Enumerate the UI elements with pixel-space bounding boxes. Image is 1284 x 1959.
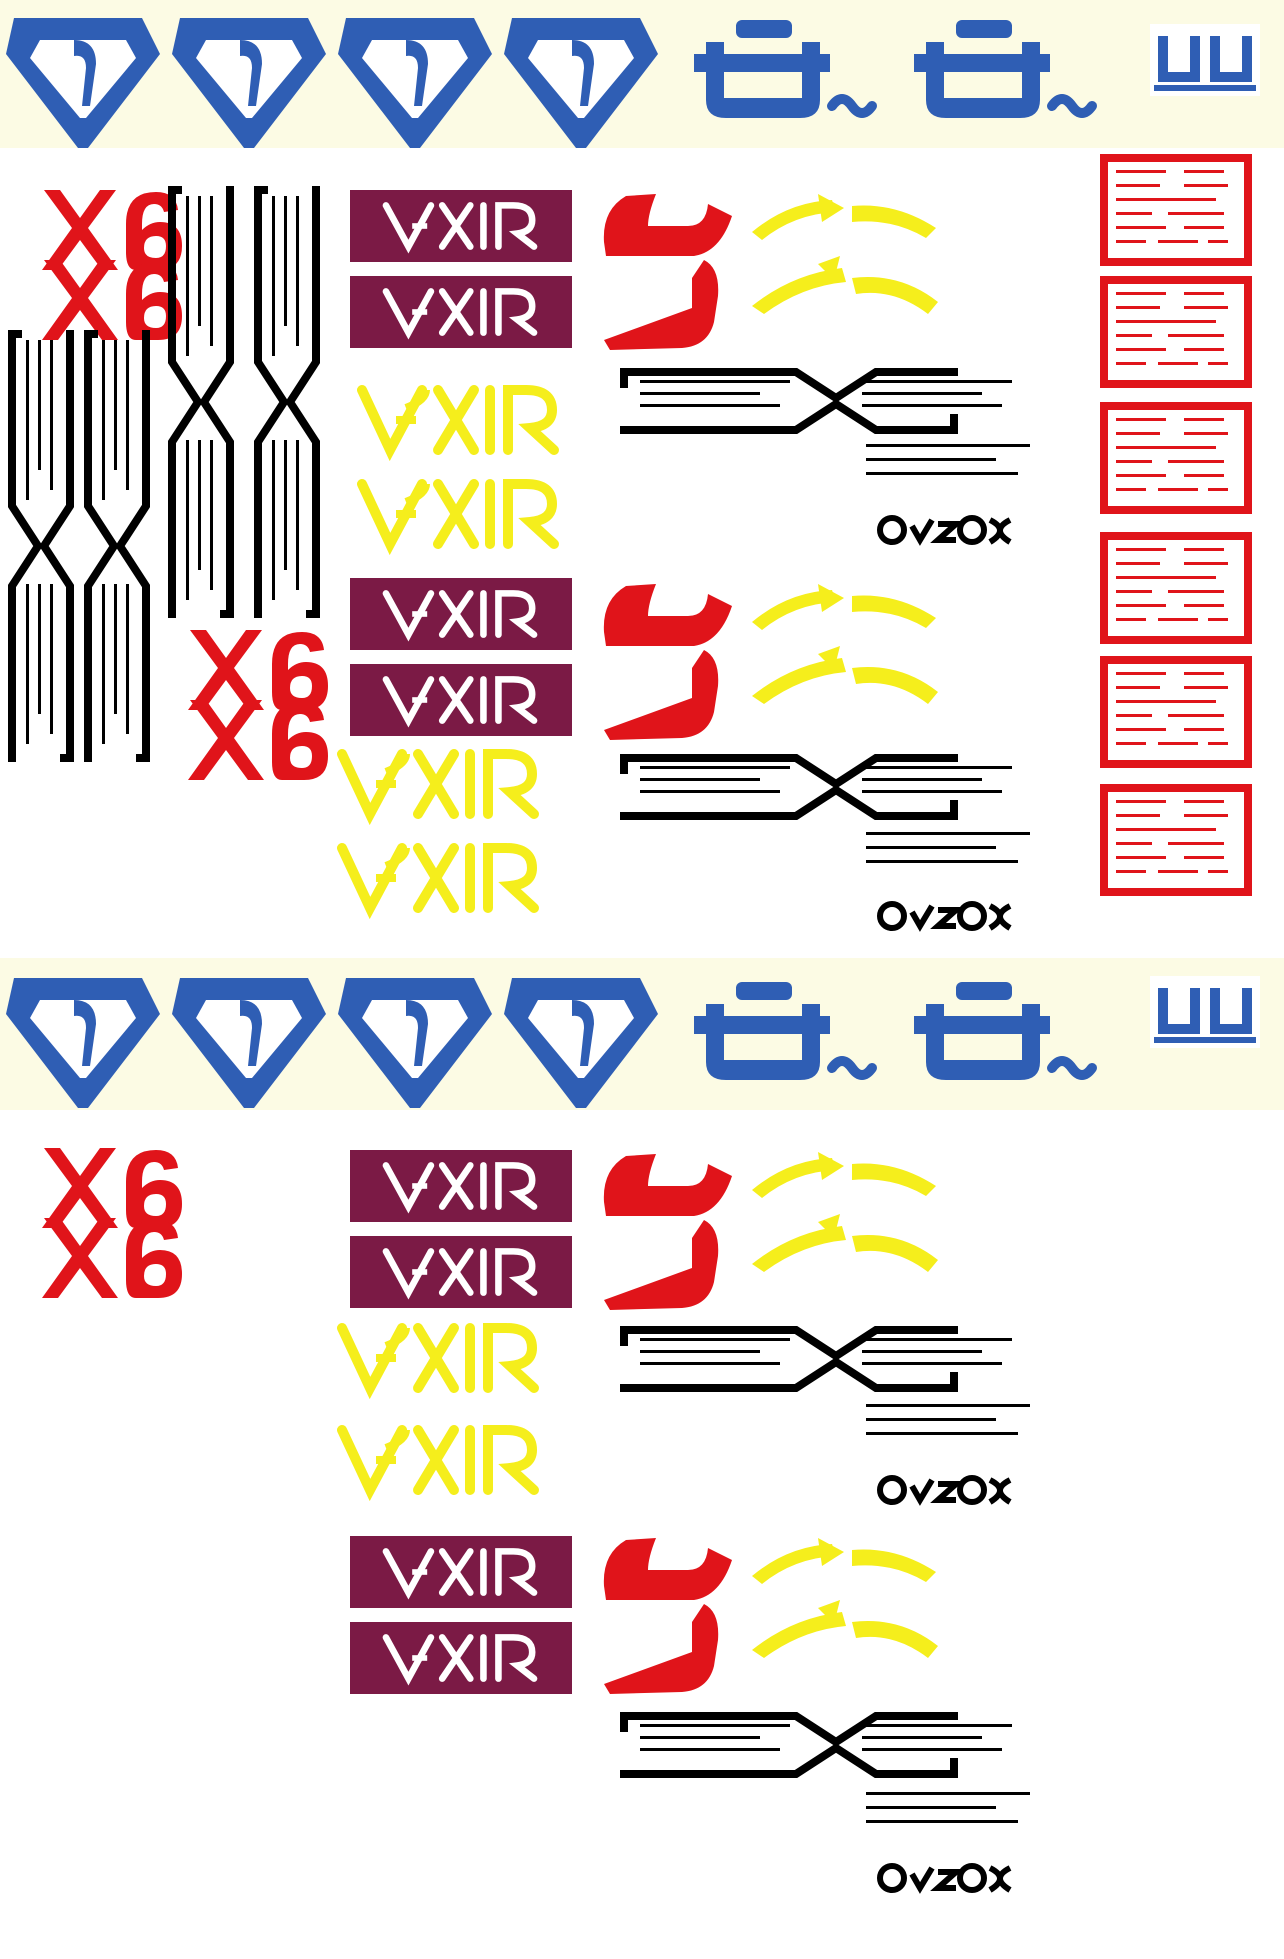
x6-glyph [42, 1218, 182, 1298]
x6-glyph [188, 700, 328, 780]
blue-block-glyph [1150, 24, 1260, 96]
hook-icon [604, 650, 719, 740]
vfxr-yellow-logo [362, 390, 554, 450]
vfxr-yellow-logo [342, 1430, 534, 1490]
x6-glyph [42, 1148, 182, 1228]
swoosh-icon [752, 1214, 938, 1272]
red-text-panel [1100, 656, 1252, 768]
vfxr-yellow-logo [342, 754, 534, 814]
alien-text-block [26, 196, 1030, 1823]
black-wordmark [880, 1866, 1010, 1890]
hook-icon [604, 260, 719, 350]
swoosh-icon [752, 646, 938, 704]
black-wordmark [880, 518, 1010, 542]
vfxr-maroon-badge [350, 1536, 572, 1608]
black-wordmark [880, 1478, 1010, 1502]
red-text-panel [1100, 402, 1252, 514]
hook-icon [604, 1604, 719, 1694]
x6-glyph [42, 190, 182, 270]
red-text-panel [1100, 154, 1252, 266]
swoosh-icon [752, 1152, 936, 1198]
x6-glyph [188, 630, 328, 710]
hook-icon [604, 1220, 719, 1310]
vfxr-maroon-badge [350, 1622, 572, 1694]
vfxr-maroon-badge [350, 578, 572, 650]
hook-icon [603, 584, 732, 646]
red-text-panel [1100, 532, 1252, 644]
swoosh-icon [752, 1600, 938, 1658]
hook-icon [603, 194, 732, 256]
vfxr-maroon-badge [350, 276, 572, 348]
hook-icon [603, 1538, 732, 1600]
black-wordmark [880, 904, 1010, 928]
vfxr-maroon-badge [350, 664, 572, 736]
swoosh-icon [752, 194, 936, 240]
swoosh-icon [752, 584, 936, 630]
x6-glyph [42, 260, 182, 340]
vfxr-yellow-logo [342, 1328, 534, 1388]
swoosh-icon [752, 1538, 936, 1584]
vfxr-yellow-logo [362, 484, 554, 544]
vfxr-maroon-badge [350, 1236, 572, 1308]
hook-icon [603, 1154, 732, 1216]
red-text-panel [1100, 276, 1252, 388]
swoosh-icon [752, 256, 938, 314]
vfxr-maroon-badge [350, 190, 572, 262]
vfxr-maroon-badge [350, 1150, 572, 1222]
blue-block-glyph [1150, 976, 1260, 1048]
red-text-panel [1100, 784, 1252, 896]
vfxr-yellow-logo [342, 848, 534, 908]
